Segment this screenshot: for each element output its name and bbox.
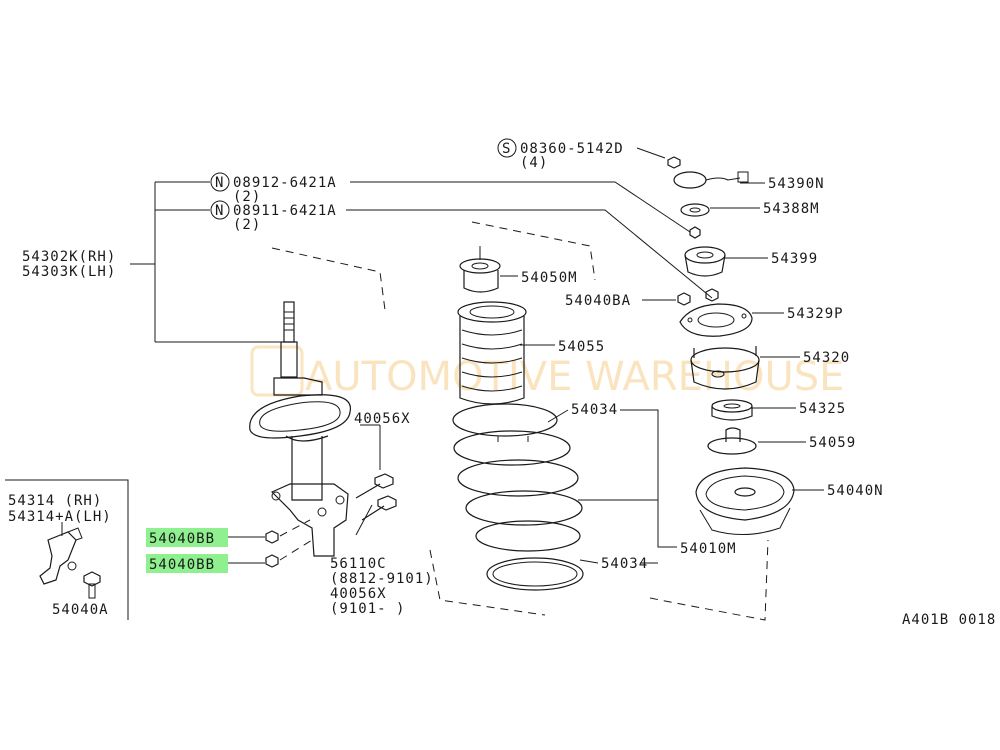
callout-54040BB-1[interactable]: 54040BB [146, 528, 265, 547]
callout-54050M[interactable]: 54050M [500, 270, 578, 286]
callout-54388M[interactable]: 54388M [710, 201, 820, 217]
nut-54040BA-icon [677, 292, 691, 306]
part-number: 54390N [768, 176, 825, 192]
badge-letter: N [215, 175, 224, 191]
callout-08911-6421A[interactable]: N 08911-6421A (2) [210, 200, 337, 233]
nut-54040BB-icon [265, 554, 279, 568]
callout-54010M[interactable]: 54010M [578, 409, 737, 564]
callout-40056X-top[interactable]: 40056X [354, 411, 411, 470]
callout-54059[interactable]: 54059 [758, 435, 856, 451]
bolt-54040A-icon[interactable] [83, 571, 101, 599]
cap-54390N-icon[interactable] [667, 156, 749, 189]
mount-54320-icon[interactable] [690, 346, 760, 390]
part-number: 54050M [521, 270, 578, 286]
part-number: 56110C [330, 556, 387, 572]
badge-letter: N [215, 203, 224, 219]
part-number: 54059 [809, 435, 856, 451]
badge-letter: S [502, 141, 511, 157]
diagram-code: A401B 0018 [902, 612, 996, 628]
watermark-logo-box [250, 345, 304, 397]
part-number: 54320 [803, 350, 850, 366]
callout-strut[interactable]: 54302K(RH) 54303K(LH) [22, 249, 116, 280]
n-badge-icon [210, 200, 230, 220]
inset-part-label: 54040A [52, 602, 109, 618]
part-number: 40056X [354, 411, 411, 427]
part-quantity: (4) [520, 155, 548, 171]
callout-54034-bottom[interactable]: 54034 [579, 556, 648, 572]
spring-seat-54034-icon[interactable] [486, 557, 584, 591]
callout-54040BB-2[interactable]: 54040BB [146, 554, 265, 573]
strut-assembly[interactable] [249, 247, 397, 568]
watermark-text: AUTOMOTIVE WAREHOUSE [305, 354, 844, 400]
part-number: 54040BB [149, 557, 215, 573]
inset-bracket-panel: 54314 (RH) 54314+A(LH) 54040A [5, 479, 129, 620]
callout-54329P[interactable]: 54329P [752, 306, 844, 322]
seat-54040N-icon[interactable] [695, 467, 795, 536]
highlight-box [146, 528, 228, 547]
part-number: 54034 [571, 402, 618, 418]
part-number: 54399 [771, 251, 818, 267]
part-number: 08912-6421A [233, 175, 337, 191]
part-number: 54040N [827, 483, 884, 499]
strut-bracket-lines [130, 181, 713, 343]
part-number: 54040BB [149, 531, 215, 547]
part-number: 54034 [601, 556, 648, 572]
inset-rh-label: 54314 (RH) [8, 493, 102, 509]
strut-rh-label: 54302K(RH) [22, 249, 116, 265]
callout-54040BA[interactable]: 54040BA [565, 293, 676, 309]
n-badge-icon [210, 172, 230, 192]
insulator-54059-icon[interactable] [707, 427, 757, 455]
part-number: 54329P [787, 306, 844, 322]
coil-spring-54010M-icon[interactable] [452, 403, 583, 552]
callout-54390N[interactable]: 54390N [740, 176, 825, 192]
highlight-box [146, 554, 228, 573]
callout-40056X-bottom[interactable]: 40056X (9101- ) [330, 586, 405, 617]
part-number: 08360-5142D [520, 141, 624, 157]
callout-54399[interactable]: 54399 [725, 251, 818, 267]
part-number: 54325 [799, 401, 846, 417]
nut-icon [689, 226, 701, 239]
washer-54388M-icon[interactable] [680, 203, 710, 217]
callout-54055[interactable]: 54055 [520, 339, 605, 355]
s-badge-icon [497, 138, 517, 158]
part-number: 08911-6421A [233, 203, 337, 219]
piston-rod [283, 301, 295, 343]
callout-56110C[interactable]: 56110C (8812-9101) [330, 504, 434, 587]
plate-54329P-icon[interactable] [679, 303, 753, 337]
part-range: (8812-9101) [330, 571, 434, 587]
part-number: 54010M [680, 541, 737, 557]
bump-stopper-54050M-icon[interactable] [459, 246, 501, 293]
nut-54040BB-icon [265, 530, 279, 544]
bearing-54325-icon[interactable] [711, 399, 753, 421]
callout-54034-top[interactable]: 54034 [547, 402, 618, 423]
part-quantity: (2) [233, 217, 261, 233]
strut-lh-label: 54303K(LH) [22, 264, 116, 280]
part-range: (9101- ) [330, 601, 405, 617]
callout-54040N[interactable]: 54040N [792, 483, 884, 499]
part-number: 54040BA [565, 293, 631, 309]
mount-stack[interactable] [649, 156, 795, 621]
nut-icon [705, 288, 719, 302]
part-number: 54388M [763, 201, 820, 217]
part-number: 40056X [330, 586, 387, 602]
callout-08912-6421A[interactable]: N 08912-6421A (2) [210, 172, 337, 205]
inset-lh-label: 54314+A(LH) [8, 509, 112, 525]
callout-54320[interactable]: 54320 [760, 350, 850, 366]
callout-54325[interactable]: 54325 [752, 401, 846, 417]
part-number: 54055 [558, 339, 605, 355]
spring-assembly[interactable] [429, 221, 596, 616]
part-quantity: (2) [233, 189, 261, 205]
bracket-54314-icon[interactable] [39, 522, 83, 585]
callout-08360-5142D[interactable]: S 08360-5142D (4) [497, 138, 666, 171]
bearing-54399-icon[interactable] [684, 246, 726, 277]
